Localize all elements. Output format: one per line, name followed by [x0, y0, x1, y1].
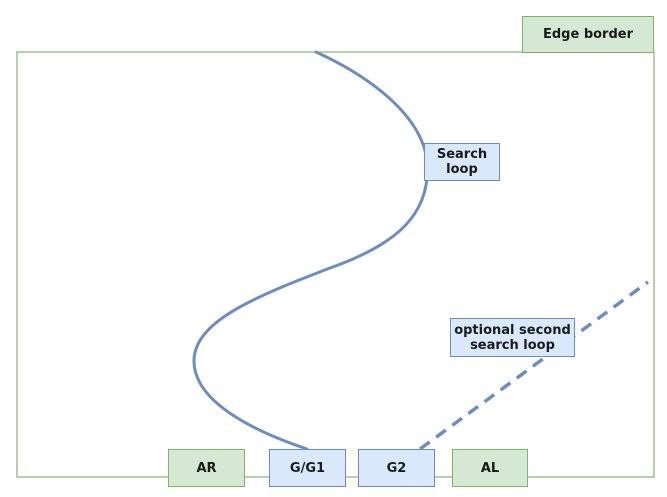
g-g1-marker: G/G1	[269, 449, 346, 487]
search-loop-path	[192, 50, 429, 451]
edge-border-label: Edge border	[522, 16, 654, 53]
g2-marker: G2	[358, 449, 435, 487]
al-marker: AL	[452, 449, 528, 487]
ar-marker: AR	[168, 449, 245, 487]
optional-second-search-loop-label: optional second search loop	[450, 318, 575, 357]
search-loop-label: Search loop	[424, 143, 500, 181]
second-search-loop-path	[418, 280, 650, 451]
